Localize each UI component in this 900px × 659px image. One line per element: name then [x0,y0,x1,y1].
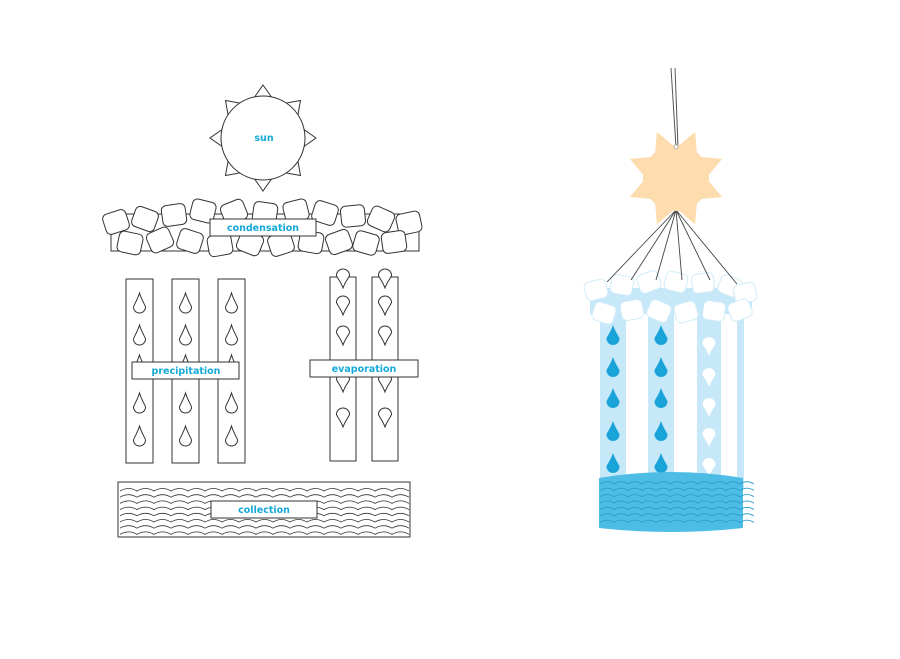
water-wave-icon [599,481,755,523]
template-condensation: condensation [102,198,423,258]
evaporation-label: evaporation [332,364,397,375]
mobile-template: sun condensation precipitation evaporati… [102,84,423,538]
template-sun: sun [209,84,317,192]
mobile-water [599,472,755,532]
assembled-mobile [583,67,758,532]
mobile-strips [600,300,744,490]
template-collection: collection [117,481,411,538]
mobile-strings [606,209,738,285]
collection-label: collection [238,505,290,516]
precipitation-label: precipitation [152,366,221,377]
condensation-label: condensation [227,223,299,234]
sun-label: sun [254,133,273,144]
cloud-icon [102,198,423,258]
mobile-sun [629,131,723,225]
template-precipitation: precipitation [125,278,246,464]
raindrop-icon [606,325,716,477]
template-evaporation: evaporation [309,268,419,462]
raindrop-icon [335,268,393,429]
